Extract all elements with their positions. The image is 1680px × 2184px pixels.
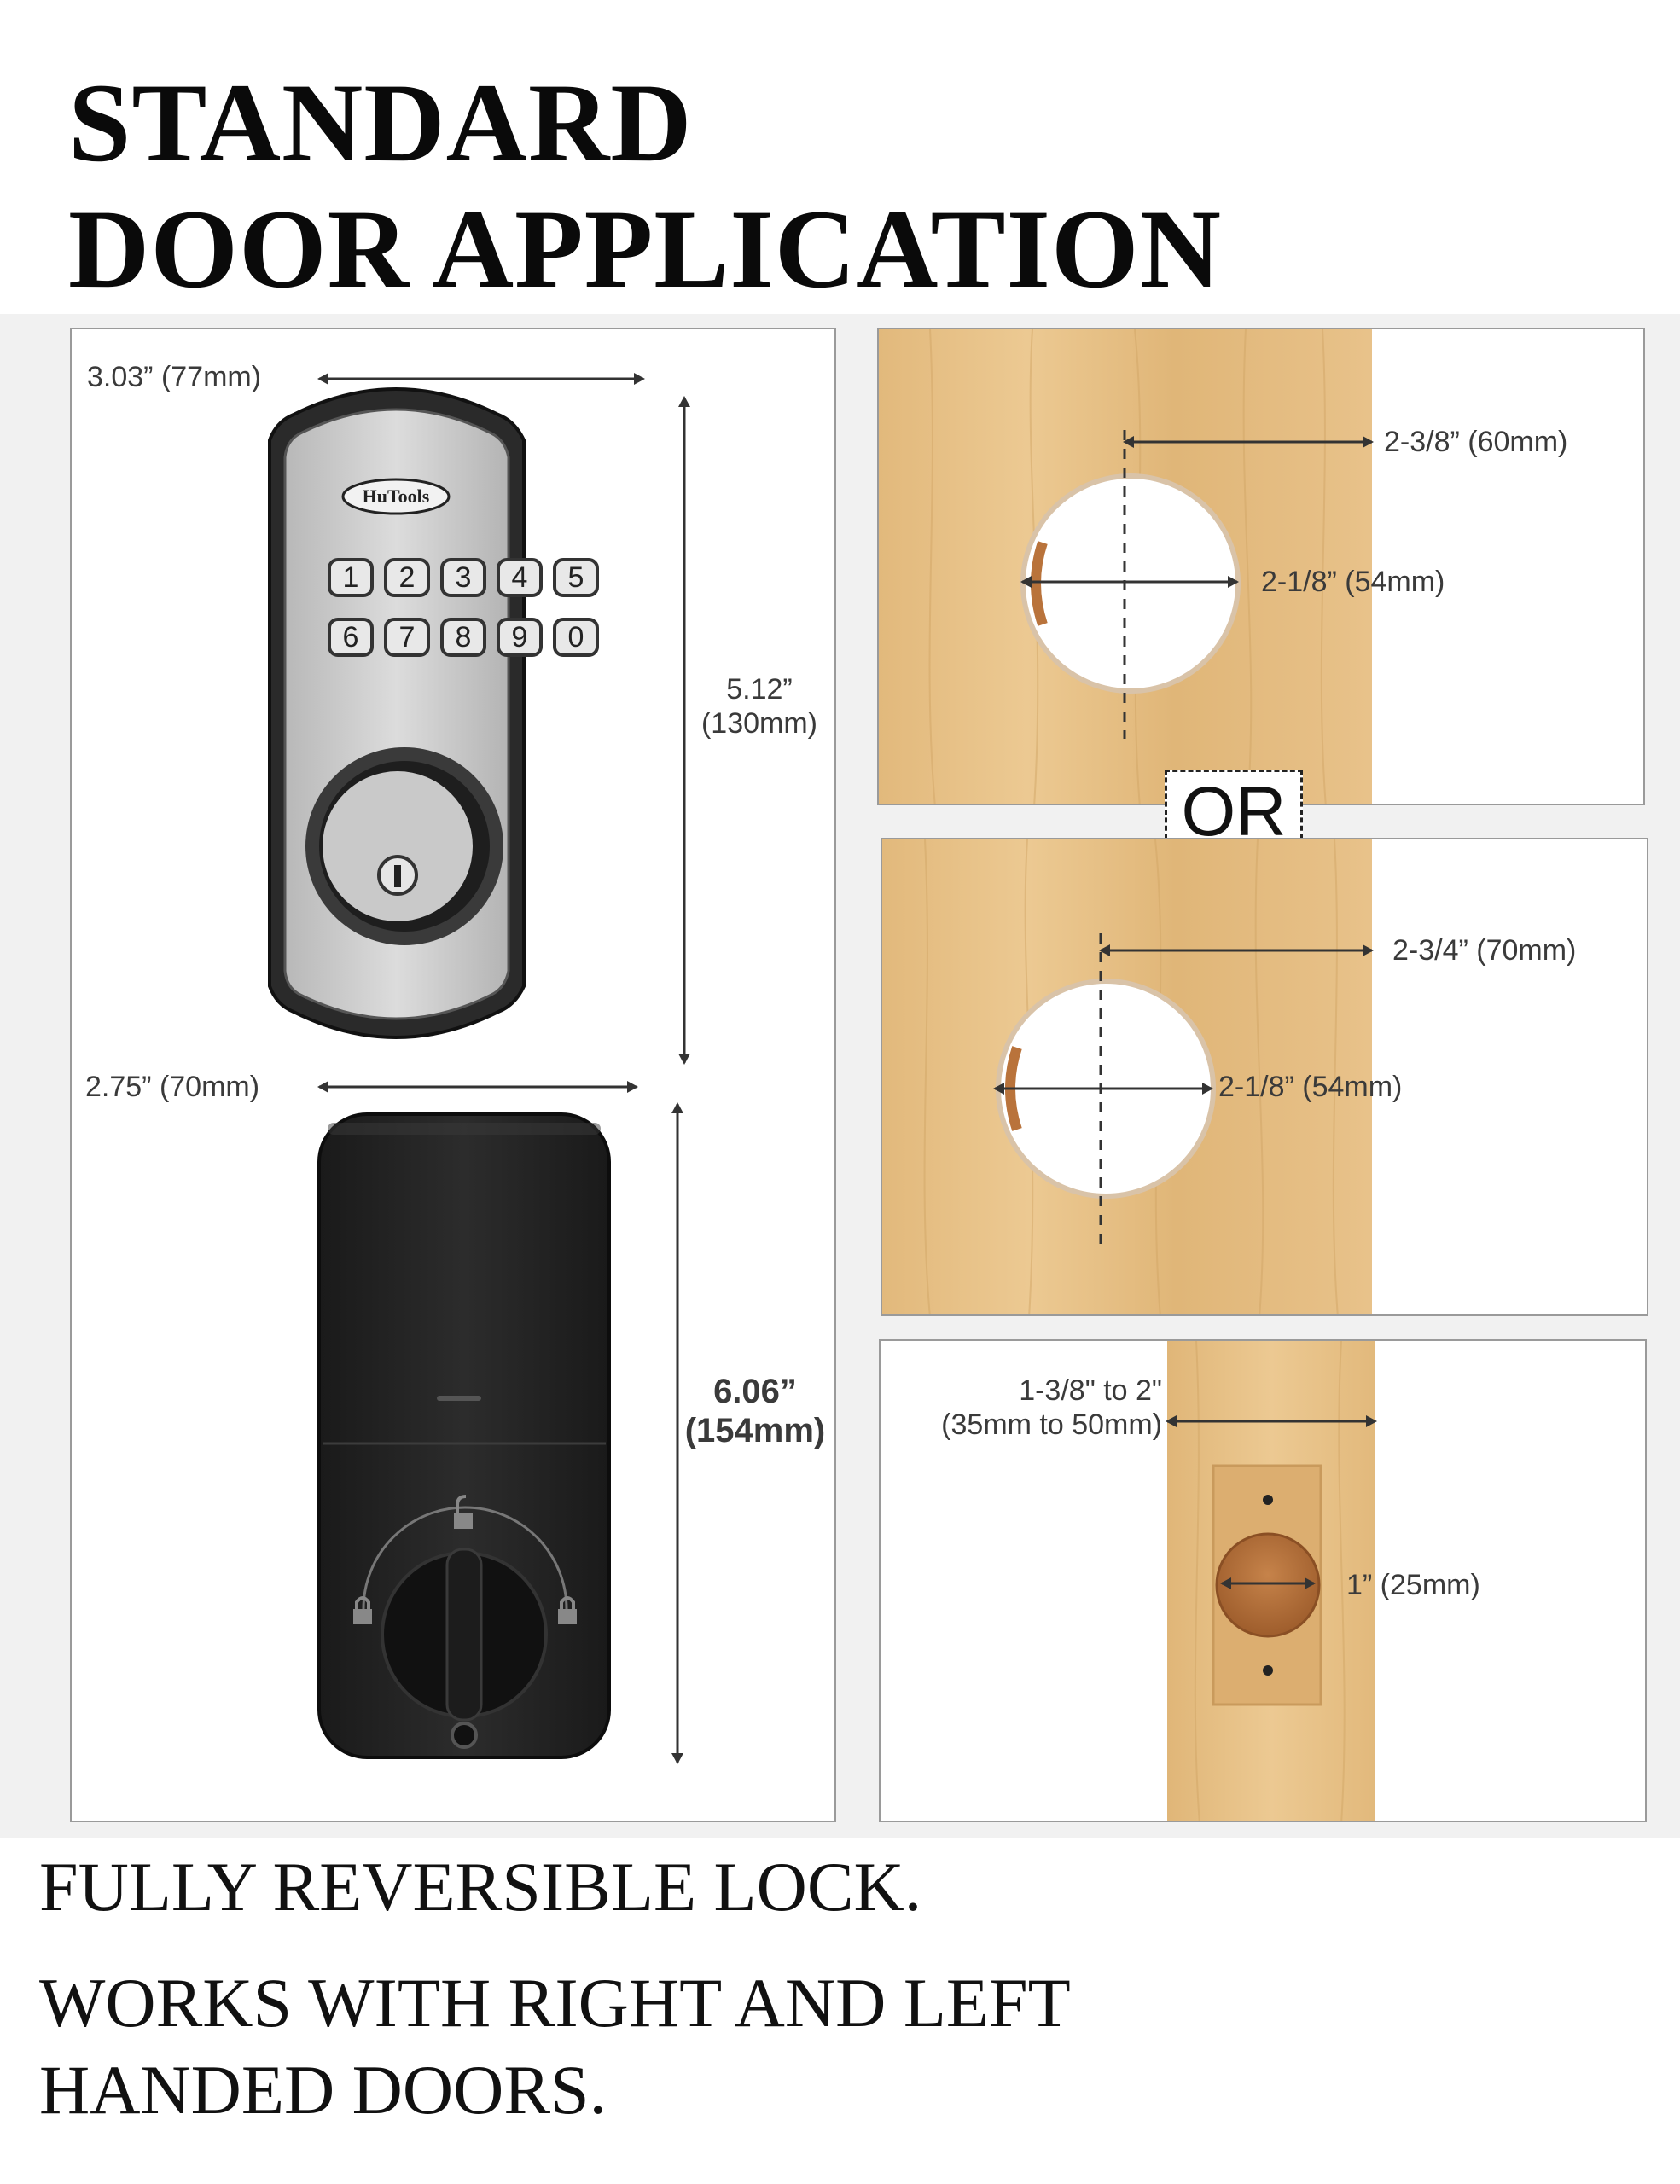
footer-line-1: FULLY REVERSIBLE LOCK. [39, 1848, 922, 1926]
bore-hole [1020, 473, 1241, 694]
interior-width-label: 2.75” (70mm) [85, 1071, 260, 1103]
bore-54mm-label-2: 2-1/8” (54mm) [1218, 1071, 1403, 1103]
keypad-key-1: 1 [328, 558, 374, 597]
door-thickness-label: 1-3/8" to 2" (35mm to 50mm) [915, 1374, 1162, 1442]
door-thickness-inches: 1-3/8" to 2" [1019, 1374, 1162, 1407]
keypad-key-7: 7 [384, 618, 430, 657]
keypad-key-5: 5 [553, 558, 599, 597]
backset-70mm-label: 2-3/4” (70mm) [1392, 934, 1577, 967]
latch-bore-hole [1215, 1532, 1321, 1638]
backset-60mm-label: 2-3/8” (60mm) [1384, 426, 1568, 458]
exterior-height-inches: 5.12” [726, 673, 793, 706]
unlock-icon [454, 1495, 473, 1529]
keypad-key-6: 6 [328, 618, 374, 657]
exterior-height-label: 5.12” (130mm) [691, 672, 828, 741]
screw-hole-top [1263, 1495, 1273, 1505]
exterior-width-label: 3.03” (77mm) [87, 361, 262, 393]
keypad-key-2: 2 [384, 558, 430, 597]
interior-height-label: 6.06” (154mm) [674, 1372, 834, 1450]
keypad-key-4: 4 [497, 558, 543, 597]
door-option-60mm-panel: 2-3/8” (60mm) 2-1/8” (54mm) [877, 328, 1645, 805]
interior-height-inches: 6.06” [713, 1373, 797, 1410]
screw-hole-bottom [1263, 1665, 1273, 1676]
door-edge-panel: 1-3/8" to 2" (35mm to 50mm) 1” (25mm) [879, 1339, 1647, 1822]
keypad-key-9: 9 [497, 618, 543, 657]
lock-illustration [268, 373, 690, 1764]
footer-line-2: WORKS WITH RIGHT AND LEFT [39, 1964, 1071, 2042]
door-face-illustration-2 [882, 839, 1374, 1314]
interior-height-mm: (154mm) [684, 1412, 826, 1449]
brand-logo-text: HuTools [362, 485, 430, 507]
page-title: STANDARD DOOR APPLICATION [68, 60, 1222, 312]
door-edge-illustration [1166, 1341, 1377, 1821]
latch-bore-label: 1” (25mm) [1346, 1569, 1480, 1601]
lock-dimensions-panel: HuTools 1 2 3 4 5 6 7 8 9 0 3.03” (77mm)… [70, 328, 836, 1822]
footer-line-3: HANDED DOORS. [39, 2051, 607, 2129]
keypad-key-3: 3 [440, 558, 486, 597]
cover-screw [451, 1722, 478, 1749]
thumbturn [445, 1548, 483, 1722]
title-line-1: STANDARD [68, 60, 693, 185]
keypad-key-8: 8 [440, 618, 486, 657]
brand-plate [341, 478, 451, 515]
bore-54mm-label-1: 2-1/8” (54mm) [1261, 566, 1445, 598]
lock-icon-right [558, 1596, 577, 1624]
door-thickness-mm: (35mm to 50mm) [941, 1409, 1162, 1441]
door-option-70mm-panel: 2-3/4” (70mm) 2-1/8” (54mm) [881, 838, 1648, 1316]
door-face-illustration-1 [879, 329, 1374, 804]
title-line-2: DOOR APPLICATION [68, 186, 1222, 311]
exterior-height-mm: (130mm) [700, 707, 818, 740]
interior-thumbturn-assembly [317, 1112, 611, 1759]
keypad-key-0: 0 [553, 618, 599, 657]
lock-icon-left [353, 1596, 372, 1624]
